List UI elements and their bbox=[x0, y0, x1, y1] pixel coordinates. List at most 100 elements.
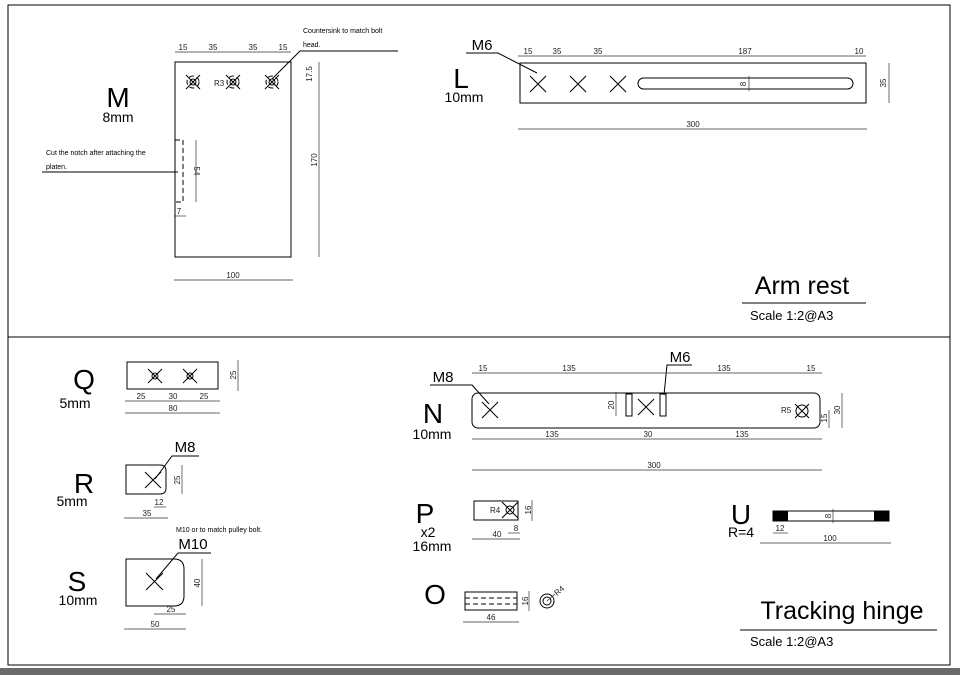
part-S: S 10mm M10 or to match pulley bolt. M10 … bbox=[59, 527, 262, 630]
section-title: Arm rest bbox=[755, 272, 850, 300]
part-M-letter: M bbox=[106, 82, 129, 113]
part-N-outline bbox=[471, 392, 821, 429]
part-M-outline bbox=[174, 61, 292, 258]
dim: 40 bbox=[193, 578, 202, 587]
dim: 35 bbox=[143, 509, 152, 518]
leader-line bbox=[271, 50, 398, 80]
leader-line bbox=[430, 384, 490, 405]
dim: 30 bbox=[644, 430, 653, 439]
part-O-letter: O bbox=[424, 579, 446, 610]
part-R: R 5mm M8 25 12 35 bbox=[56, 439, 199, 519]
part-L-slot bbox=[637, 77, 854, 90]
dim: 46 bbox=[487, 613, 496, 622]
part-M-radius: R3 bbox=[214, 79, 225, 88]
part-L-thickness: 10mm bbox=[445, 89, 484, 105]
dim: 30 bbox=[169, 392, 178, 401]
dim: 20 bbox=[607, 400, 616, 409]
dim: 100 bbox=[823, 534, 837, 543]
part-S-bolt: M10 bbox=[178, 536, 207, 553]
dim: 8 bbox=[824, 513, 833, 518]
dim: 25 bbox=[229, 370, 238, 379]
part-U-letter: U bbox=[731, 499, 751, 530]
tube-end-view-icon bbox=[539, 593, 556, 609]
dim: 8 bbox=[514, 524, 519, 533]
tracking-hinge-title-block: Tracking hinge Scale 1:2@A3 bbox=[740, 597, 937, 649]
sheet-frame bbox=[7, 4, 951, 666]
part-O-radius: R4 bbox=[553, 584, 567, 598]
bottom-bar bbox=[0, 668, 960, 675]
dim: 35 bbox=[594, 47, 603, 56]
bolt-hole-icon bbox=[145, 572, 164, 591]
note-notch-2: platen. bbox=[46, 164, 67, 171]
part-P-outline bbox=[473, 500, 519, 521]
dim: 170 bbox=[310, 153, 319, 167]
part-M-thickness: 8mm bbox=[102, 109, 133, 125]
part-O: O 16 R4 46 bbox=[424, 579, 567, 623]
part-L: L 10mm 8 15 35 35 187 10 35 300 M6 bbox=[445, 37, 890, 130]
dim: 100 bbox=[226, 271, 240, 280]
dim: 187 bbox=[738, 47, 752, 56]
dim: 12 bbox=[776, 524, 785, 533]
dim: 40 bbox=[493, 530, 502, 539]
dim: 15 bbox=[820, 413, 829, 422]
countersunk-hole-icon bbox=[794, 403, 810, 419]
part-U: U R=4 8 12 100 bbox=[728, 499, 891, 544]
dim: 15 bbox=[479, 364, 488, 373]
dim: 300 bbox=[686, 120, 700, 129]
section-scale: Scale 1:2@A3 bbox=[750, 308, 833, 323]
dim: 135 bbox=[562, 364, 576, 373]
note-notch: Cut the notch after attaching the bbox=[46, 150, 146, 157]
part-N: N 10mm R5 M8 M6 15 135 135 15 135 30 135… bbox=[413, 349, 843, 471]
part-L-outline bbox=[519, 62, 867, 104]
part-P-thickness: 16mm bbox=[413, 538, 452, 554]
dim: 16 bbox=[521, 596, 530, 605]
part-N-slot bbox=[625, 393, 633, 417]
leader-line bbox=[663, 364, 692, 396]
leader-line bbox=[466, 52, 538, 74]
dim: 10 bbox=[855, 47, 864, 56]
part-Q-outline bbox=[126, 361, 219, 390]
dim: 25 bbox=[200, 392, 209, 401]
dim: 80 bbox=[169, 404, 178, 413]
dim: 12 bbox=[155, 498, 164, 507]
dim: 50 bbox=[151, 620, 160, 629]
part-S-thickness: 10mm bbox=[59, 592, 98, 608]
part-P-letter: P bbox=[416, 498, 435, 529]
dim: 135 bbox=[735, 430, 749, 439]
part-S-letter: S bbox=[68, 566, 87, 597]
part-N-thickness: 10mm bbox=[413, 426, 452, 442]
dim: 7 bbox=[177, 207, 182, 216]
leader-line bbox=[155, 552, 211, 580]
part-O-bore bbox=[465, 597, 517, 605]
section-title: Tracking hinge bbox=[760, 597, 923, 625]
dim: 30 bbox=[833, 405, 842, 414]
dim: 16 bbox=[524, 505, 533, 514]
part-P-qty: x2 bbox=[421, 524, 436, 540]
part-P: P x2 16mm R4 16 8 40 bbox=[413, 498, 533, 554]
part-P-radius: R4 bbox=[490, 506, 501, 515]
part-R-thickness: 5mm bbox=[56, 493, 87, 509]
dim: 25 bbox=[173, 475, 182, 484]
note-countersink-2: head. bbox=[303, 42, 321, 49]
dim: 300 bbox=[647, 461, 661, 470]
dim: 8 bbox=[739, 81, 748, 86]
dim: 35 bbox=[553, 47, 562, 56]
part-N-letter: N bbox=[423, 398, 443, 429]
bolt-hole-icon bbox=[529, 75, 627, 93]
dim: 25 bbox=[167, 605, 176, 614]
part-R-letter: R bbox=[74, 468, 94, 499]
bolt-hole-icon bbox=[481, 398, 655, 419]
dim: 54 bbox=[192, 167, 201, 176]
part-L-letter: L bbox=[453, 63, 469, 94]
dim: 135 bbox=[717, 364, 731, 373]
dim: 15 bbox=[524, 47, 533, 56]
dim: 15 bbox=[279, 43, 288, 52]
note-pulley-bolt: M10 or to match pulley bolt. bbox=[176, 527, 262, 534]
part-S-outline bbox=[125, 558, 185, 607]
part-N-bolt-mid: M6 bbox=[670, 349, 691, 366]
dim: 15 bbox=[179, 43, 188, 52]
thread-end bbox=[874, 511, 889, 521]
part-N-radius: R5 bbox=[781, 406, 792, 415]
part-R-outline bbox=[125, 464, 167, 495]
